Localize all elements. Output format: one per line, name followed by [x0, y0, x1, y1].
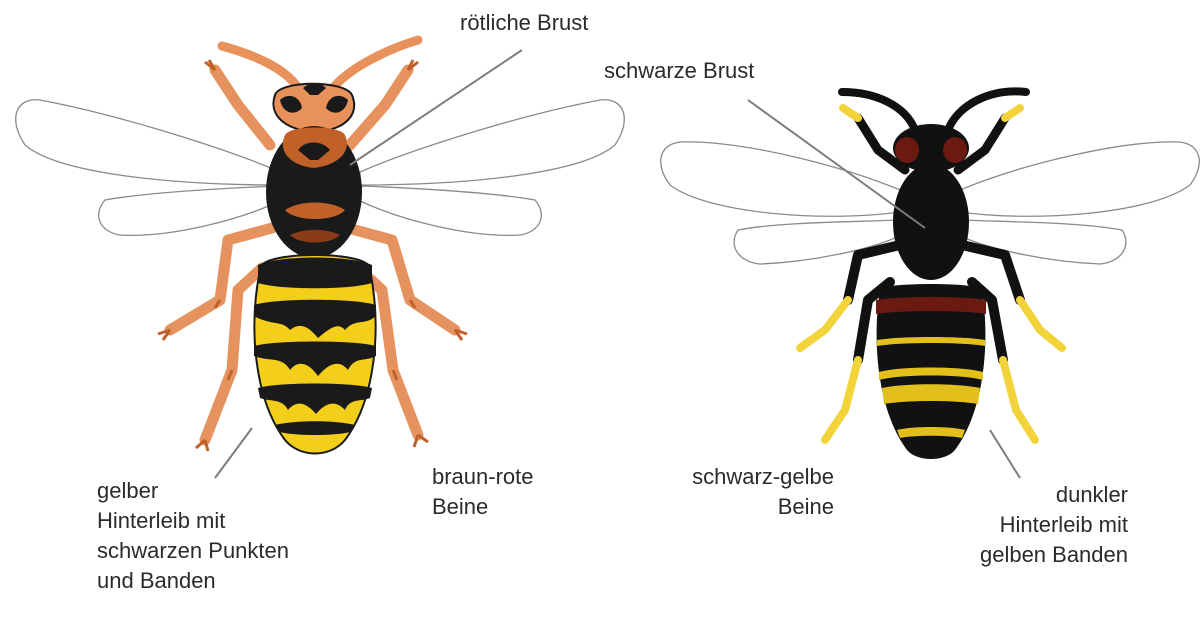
- label-asian-legs: schwarz-gelbe Beine: [692, 462, 834, 522]
- european-hornet-head: [273, 84, 354, 133]
- asian-abdomen-line-1: dunkler: [980, 480, 1128, 510]
- pointer-asian-abdomen: [990, 430, 1020, 478]
- asian-hornet: [661, 91, 1200, 459]
- asian-abdomen-line-2: Hinterleib mit: [980, 510, 1128, 540]
- asian-abdomen-line-3: gelben Banden: [980, 540, 1128, 570]
- european-legs-line-1: braun-rote: [432, 462, 534, 492]
- european-abdomen-line-2: Hinterleib mit: [97, 506, 289, 536]
- european-abdomen-line-4: und Banden: [97, 566, 289, 596]
- label-european-legs: braun-rote Beine: [432, 462, 534, 522]
- european-abdomen-line-1: gelber: [97, 476, 289, 506]
- european-hornet: [16, 40, 625, 454]
- pointer-european-abdomen: [215, 428, 252, 478]
- asian-legs-line-1: schwarz-gelbe: [692, 462, 834, 492]
- european-hornet-thorax: [266, 126, 362, 258]
- asian-chest-text: schwarze Brust: [604, 56, 754, 86]
- asian-hornet-abdomen: [876, 284, 986, 459]
- label-european-abdomen: gelber Hinterleib mit schwarzen Punkten …: [97, 476, 289, 596]
- european-abdomen-line-3: schwarzen Punkten: [97, 536, 289, 566]
- label-asian-chest: schwarze Brust: [604, 56, 754, 86]
- european-legs-line-2: Beine: [432, 492, 534, 522]
- asian-hornet-thorax: [893, 164, 969, 280]
- european-hornet-abdomen: [254, 255, 376, 454]
- label-asian-abdomen: dunkler Hinterleib mit gelben Banden: [980, 480, 1128, 570]
- label-european-chest: rötliche Brust: [460, 8, 588, 38]
- european-chest-text: rötliche Brust: [460, 8, 588, 38]
- asian-legs-line-2: Beine: [692, 492, 834, 522]
